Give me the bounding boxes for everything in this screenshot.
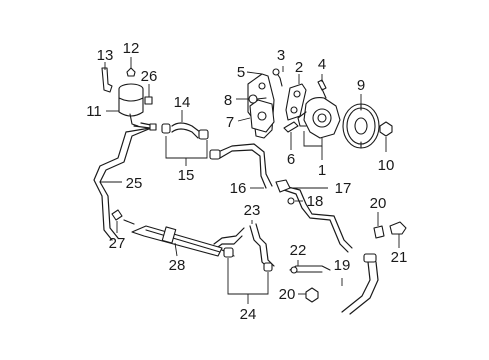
clamp-24 bbox=[223, 247, 234, 258]
callout-1: 1 bbox=[318, 162, 326, 179]
pressure-line bbox=[283, 185, 353, 253]
callout-13: 13 bbox=[97, 47, 114, 64]
callout-5: 5 bbox=[237, 64, 245, 81]
callout-8: 8 bbox=[224, 92, 232, 109]
bolt-8 bbox=[248, 94, 267, 104]
reservoir-cap bbox=[126, 67, 136, 77]
callout-17: 17 bbox=[335, 180, 352, 197]
callout-6: 6 bbox=[287, 151, 295, 168]
callout-2: 2 bbox=[295, 59, 303, 76]
bracket-22 bbox=[289, 265, 331, 274]
reservoir-clamp bbox=[144, 96, 153, 105]
hose-23 bbox=[249, 223, 275, 272]
clamp-20-upper bbox=[373, 225, 385, 239]
callout-10: 10 bbox=[378, 157, 395, 174]
callout-24: 24 bbox=[240, 306, 257, 323]
callout-4: 4 bbox=[318, 56, 326, 73]
leader-lines bbox=[100, 57, 400, 304]
fitting-21 bbox=[389, 221, 407, 235]
power-steering-pump bbox=[297, 97, 341, 139]
hose-14 bbox=[161, 122, 209, 140]
callout-19: 19 bbox=[334, 257, 351, 274]
o-ring-18 bbox=[287, 197, 295, 205]
steering-rack bbox=[123, 219, 235, 257]
callout-14: 14 bbox=[174, 94, 191, 111]
power-steering-reservoir bbox=[118, 83, 144, 127]
callout-3: 3 bbox=[277, 47, 285, 64]
callout-26: 26 bbox=[141, 68, 158, 85]
clamp-20-lower bbox=[305, 287, 319, 303]
callout-12: 12 bbox=[123, 40, 140, 57]
reservoir-bracket bbox=[101, 67, 113, 93]
callout-11: 11 bbox=[86, 103, 102, 120]
callout-20-lower: 20 bbox=[279, 286, 296, 303]
pressure-hose-16 bbox=[209, 143, 273, 189]
bolt-4 bbox=[317, 79, 327, 99]
bracket-7 bbox=[249, 99, 275, 133]
callout-28: 28 bbox=[169, 257, 186, 274]
clamp-27 bbox=[111, 209, 123, 221]
callout-15: 15 bbox=[178, 167, 195, 184]
callout-7: 7 bbox=[226, 114, 234, 131]
callout-9: 9 bbox=[357, 77, 365, 94]
pulley-nut bbox=[379, 121, 393, 137]
return-hose-25 bbox=[93, 122, 157, 241]
bolt-3 bbox=[272, 68, 283, 87]
callout-16: 16 bbox=[230, 180, 247, 197]
pump-pulley bbox=[342, 103, 380, 149]
return-hose-19 bbox=[341, 253, 379, 315]
callout-22: 22 bbox=[290, 242, 307, 259]
callout-25: 25 bbox=[126, 175, 143, 192]
callout-23: 23 bbox=[244, 202, 261, 219]
callout-18: 18 bbox=[307, 193, 324, 210]
callout-20-upper: 20 bbox=[370, 195, 387, 212]
sensor-17 bbox=[275, 179, 291, 193]
callout-21: 21 bbox=[391, 249, 408, 266]
callout-27: 27 bbox=[109, 235, 126, 252]
bolt-6 bbox=[283, 121, 299, 133]
